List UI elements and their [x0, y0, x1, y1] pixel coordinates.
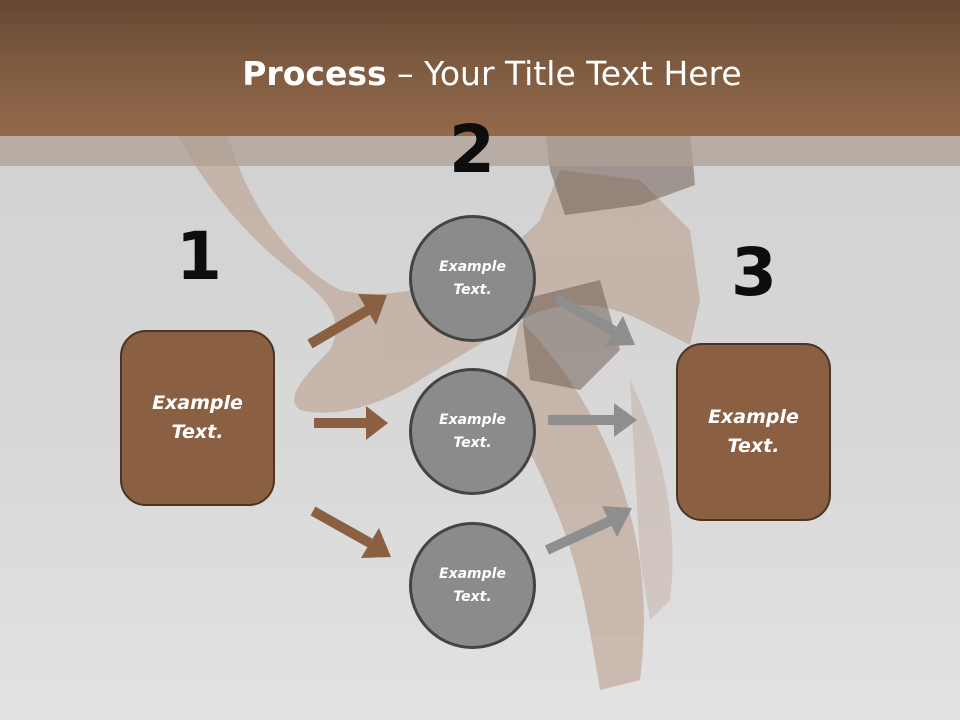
slide-title: Process – Your Title Text Here — [0, 54, 960, 94]
step1-text: Example Text. — [152, 392, 243, 443]
step2-circle-bottom: Example Text. — [409, 522, 536, 649]
arrow-step1-to-top — [307, 294, 387, 349]
arrow-top-to-step3 — [553, 293, 635, 346]
header-band — [0, 136, 960, 166]
title-bold: Process — [242, 54, 387, 93]
title-rest: – Your Title Text Here — [386, 54, 742, 93]
step1-box: Example Text. — [120, 330, 275, 506]
step-number-1: 1 — [176, 218, 222, 295]
step2-circle-text: Example Text. — [439, 258, 506, 298]
step3-text: Example Text. — [708, 406, 799, 457]
arrow-step1-to-middle — [314, 406, 388, 440]
arrow-step1-to-bottom — [310, 506, 391, 558]
step3-box: Example Text. — [676, 343, 831, 521]
step-number-3: 3 — [731, 234, 777, 311]
step-number-2: 2 — [449, 111, 495, 188]
step2-circle-text: Example Text. — [439, 565, 506, 605]
header-bar — [0, 0, 960, 136]
step2-circle-middle: Example Text. — [409, 368, 536, 495]
arrow-bottom-to-step3 — [544, 506, 632, 555]
step2-circle-top: Example Text. — [409, 215, 536, 342]
arrow-middle-to-step3 — [548, 403, 637, 437]
step2-circle-text: Example Text. — [439, 411, 506, 451]
